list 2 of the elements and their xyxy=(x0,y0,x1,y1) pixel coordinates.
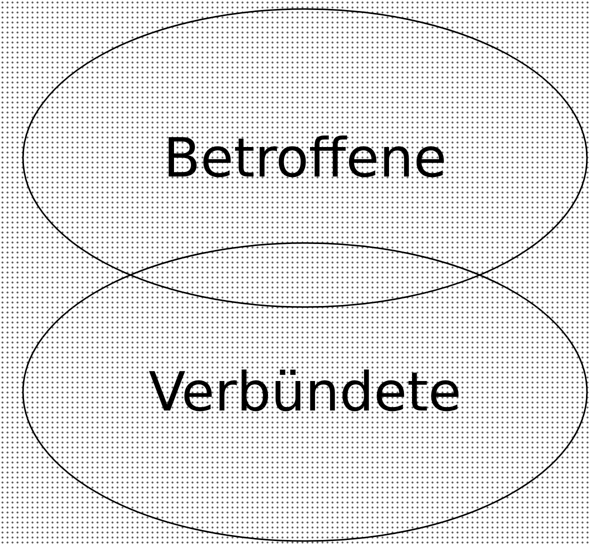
group-label: Betroffene xyxy=(163,126,447,190)
group-label: Verbündete xyxy=(148,360,462,424)
